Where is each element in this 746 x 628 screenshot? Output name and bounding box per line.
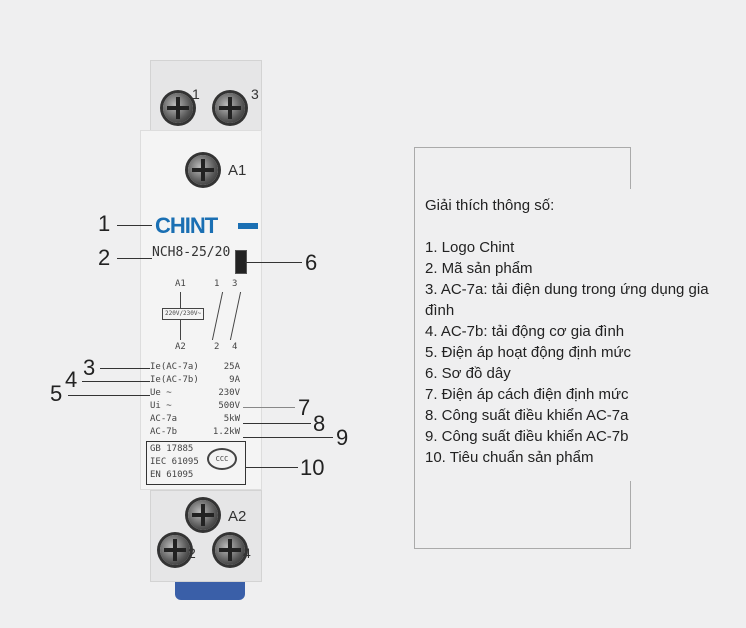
callout-7: 7: [298, 395, 311, 420]
spec-row: Ui ~ 500V: [150, 400, 240, 413]
din-rail-clip: [175, 582, 245, 600]
callout-8: 8: [313, 411, 326, 436]
terminal-label-1: 1: [192, 86, 200, 102]
callout-3: 3: [83, 355, 96, 380]
spec-value: 500V: [218, 401, 240, 411]
legend-border-right-top: [630, 147, 631, 189]
legend-border-right-bottom: [630, 481, 631, 549]
legend-panel: [414, 147, 631, 549]
callout-9: 9: [336, 425, 349, 450]
standard: IEC 61095: [150, 457, 199, 467]
spec-row: AC-7a 5kW: [150, 413, 240, 426]
spec-value: 5kW: [223, 414, 240, 424]
screw-terminal-3: [215, 93, 245, 123]
diagram-c4: 4: [232, 342, 238, 352]
callout-6: 6: [305, 250, 318, 275]
spec-label: AC-7a: [150, 414, 178, 424]
diagram-c1: 1: [214, 279, 220, 289]
terminal-label-a1: A1: [228, 162, 247, 179]
standard: GB 17885: [150, 444, 194, 454]
diagram-a1: A1: [175, 279, 186, 289]
spec-table: Ie(AC-7a) 25A Ie(AC-7b) 9A Ue ~ 230V Ui ~ 50…: [150, 361, 240, 439]
terminal-label-2: 2: [188, 545, 196, 561]
callout-2: 2: [98, 245, 111, 270]
ccc-mark-icon: CCC: [207, 448, 237, 470]
spec-label: Ue ~: [150, 388, 172, 398]
standards-box: GB 17885 IEC 61095 EN 61095 CCC: [146, 441, 246, 485]
terminal-label-a2: A2: [228, 508, 247, 525]
callout-4: 4: [65, 367, 78, 392]
screw-terminal-4: [215, 535, 245, 565]
spec-row: Ie(AC-7a) 25A: [150, 361, 240, 374]
legend-item: 1. Logo Chint: [425, 239, 515, 256]
legend-item: 9. Công suất điều khiển AC-7b: [425, 428, 629, 445]
diagram-a2: A2: [175, 342, 186, 352]
spec-label: AC-7b: [150, 427, 178, 437]
logo-bar: [238, 223, 258, 229]
screw-a1: [188, 155, 218, 185]
spec-value: 25A: [223, 362, 240, 372]
legend-item: 8. Công suất điều khiển AC-7a: [425, 407, 629, 424]
legend-item: 7. Điện áp cách điện định mức: [425, 386, 629, 403]
diagram-coil: 220V/230V~: [162, 308, 205, 320]
terminal-label-3: 3: [251, 86, 259, 102]
legend-item: 3. AC-7a: tải điện dung trong ứng dụng g…: [425, 281, 709, 319]
screw-terminal-2: [160, 535, 190, 565]
legend-item: 10. Tiêu chuẩn sản phẩm: [425, 449, 594, 466]
callout-5: 5: [50, 381, 63, 406]
legend-item: 4. AC-7b: tải động cơ gia đình: [425, 323, 625, 340]
spec-label: Ui ~: [150, 401, 172, 411]
chint-logo: CHINT: [155, 213, 218, 238]
spec-value: 230V: [218, 388, 240, 398]
legend-list: 1. Logo Chint 2. Mã sản phẩm 3. AC-7a: t…: [425, 237, 735, 468]
front-panel: [140, 130, 262, 490]
spec-label: Ie(AC-7b): [150, 375, 199, 385]
diagram-c2: 2: [214, 342, 220, 352]
callout-1: 1: [98, 211, 111, 236]
spec-row: Ie(AC-7b) 9A: [150, 374, 240, 387]
screw-terminal-1: [163, 93, 193, 123]
spec-row: AC-7b 1.2kW: [150, 426, 240, 439]
standard: EN 61095: [150, 470, 194, 480]
callout-10: 10: [300, 455, 325, 480]
legend-item: 2. Mã sản phẩm: [425, 260, 533, 277]
legend-item: 5. Điện áp hoạt động định mức: [425, 344, 632, 361]
legend-item: 6. Sơ đồ dây: [425, 365, 511, 382]
spec-row: Ue ~ 230V: [150, 387, 240, 400]
diagram-c3: 3: [232, 279, 238, 289]
terminal-label-4: 4: [243, 545, 251, 561]
model-number: NCH8-25/20: [152, 245, 231, 260]
spec-label: Ie(AC-7a): [150, 362, 199, 372]
legend-title: Giải thích thông số:: [425, 197, 555, 214]
screw-a2: [188, 500, 218, 530]
spec-value: 9A: [229, 375, 240, 385]
spec-value: 1.2kW: [212, 427, 240, 437]
